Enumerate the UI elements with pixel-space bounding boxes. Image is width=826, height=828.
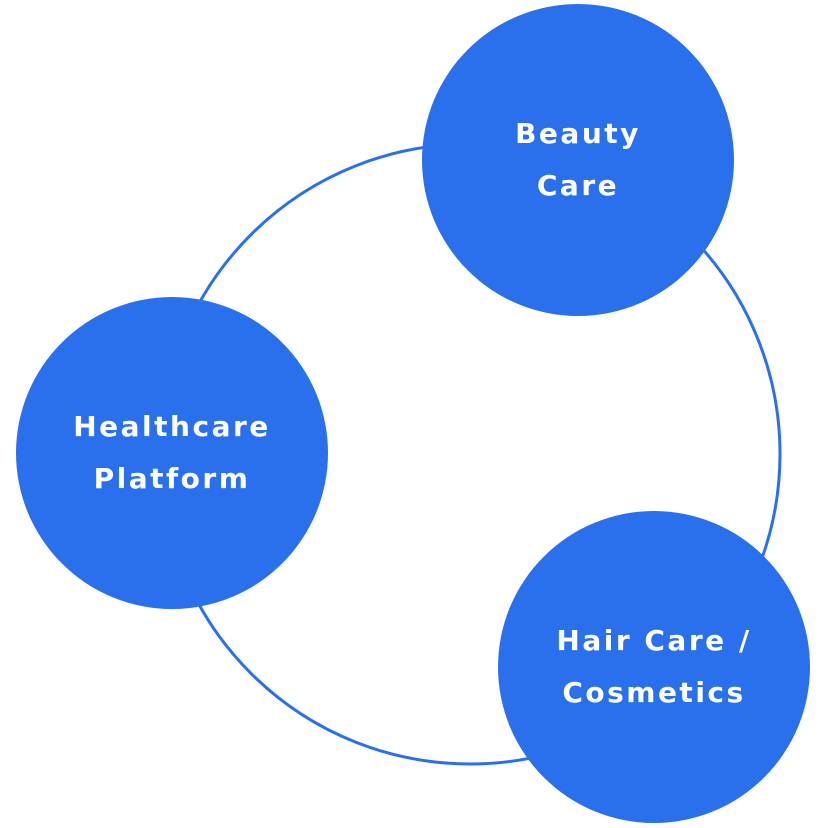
node-healthcare-platform-line1: Healthcare — [73, 410, 271, 443]
node-beauty-care: Beauty Care — [422, 4, 734, 316]
node-hair-care-cosmetics-line1: Hair Care / — [556, 624, 752, 657]
node-beauty-care-line2: Care — [536, 169, 620, 202]
node-hair-care-cosmetics: Hair Care / Cosmetics — [498, 511, 810, 823]
node-hair-care-cosmetics-line2: Cosmetics — [562, 676, 746, 709]
node-healthcare-platform-line2: Platform — [93, 462, 251, 495]
node-beauty-care-line1: Beauty — [515, 117, 641, 150]
node-healthcare-platform: Healthcare Platform — [16, 297, 328, 609]
